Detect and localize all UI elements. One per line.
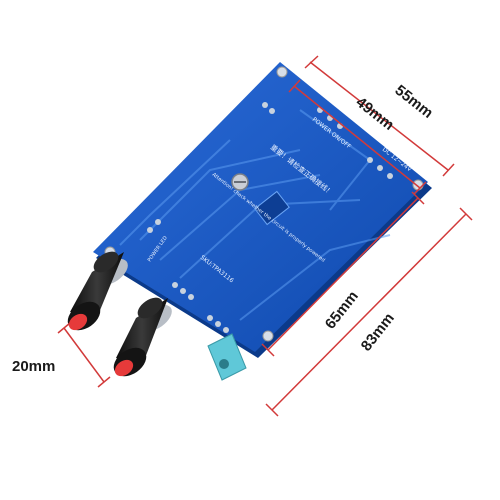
dim-line-20 bbox=[63, 327, 105, 383]
dim-line-83 bbox=[271, 213, 467, 411]
amplifier-board: POWER ON/OFF DC 12~24V POWER LED SKU:TPA… bbox=[93, 62, 432, 358]
dim-line-49 bbox=[293, 85, 421, 189]
dim-line-65 bbox=[267, 197, 419, 351]
chip-pad bbox=[254, 190, 290, 226]
dim-label-55: 55mm bbox=[392, 82, 437, 122]
mounting-hole bbox=[412, 179, 424, 191]
mounting-hole bbox=[262, 330, 274, 342]
tone-knob bbox=[113, 297, 172, 377]
dimension-lines bbox=[57, 55, 473, 417]
volume-knob bbox=[67, 251, 128, 331]
mounting-hole bbox=[276, 66, 288, 78]
dim-line-55 bbox=[309, 61, 449, 171]
audio-jack bbox=[207, 333, 247, 381]
dim-label-20: 20mm bbox=[12, 358, 55, 375]
